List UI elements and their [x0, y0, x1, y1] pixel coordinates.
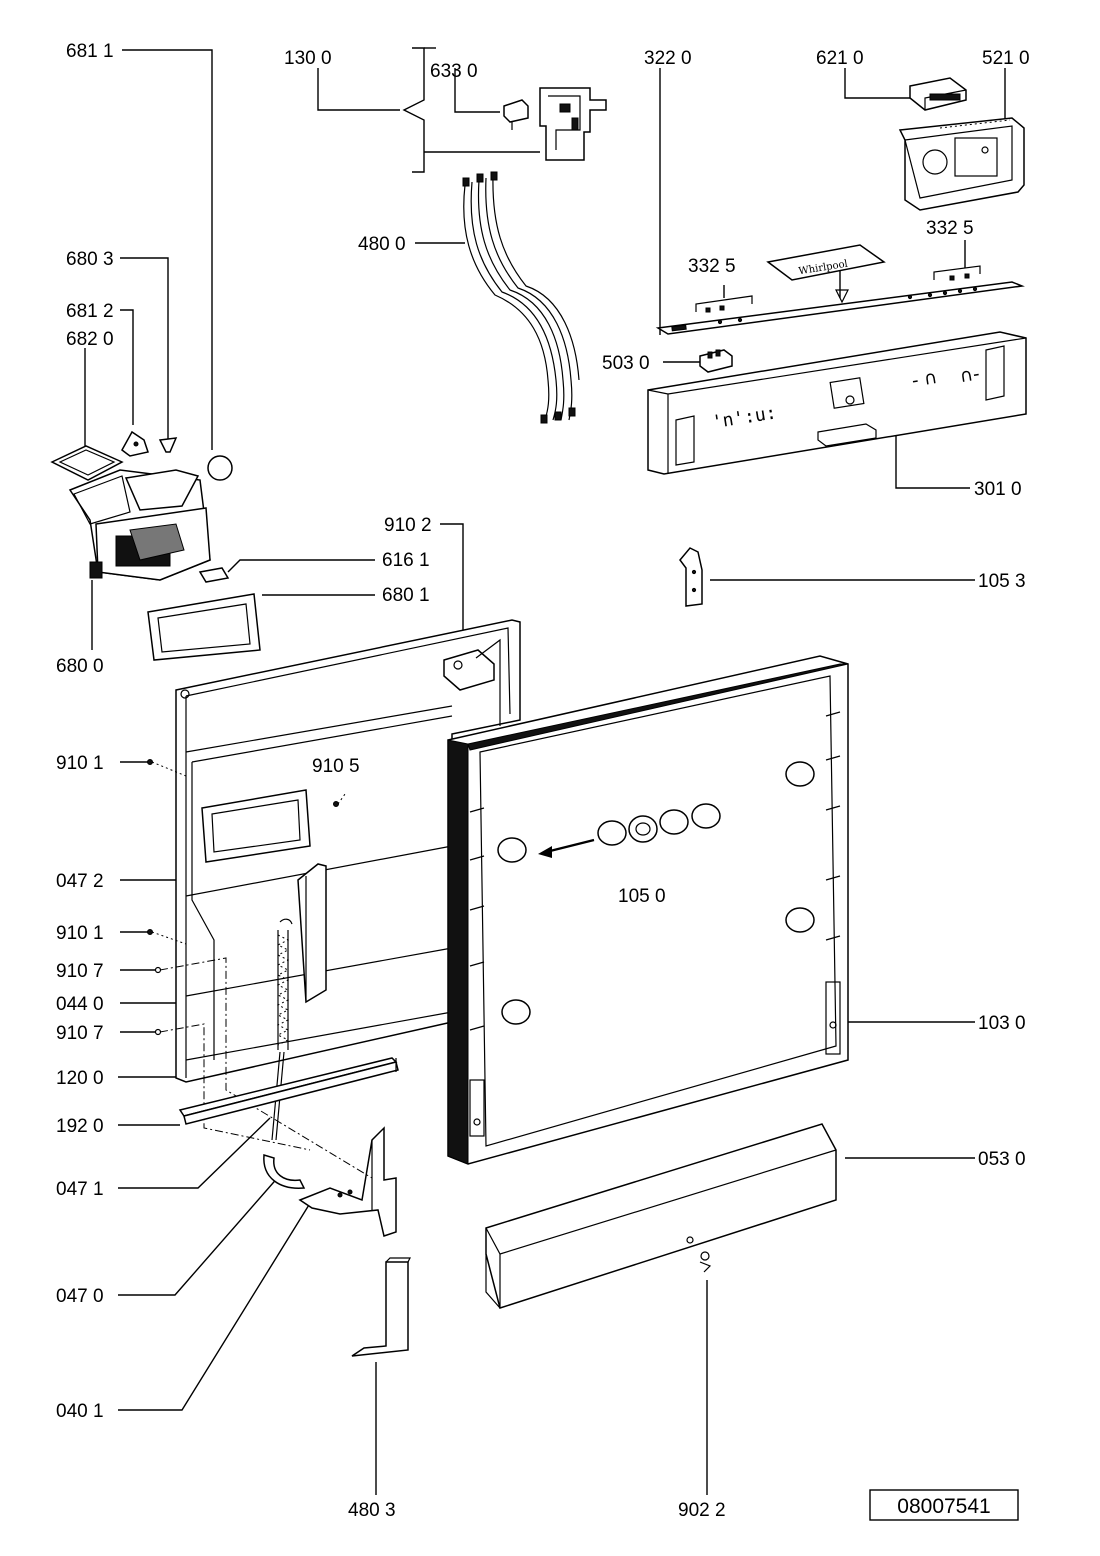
connector-module: [909, 77, 967, 111]
svg-text:- ∩: - ∩: [910, 367, 938, 392]
inner-door-panel: [147, 619, 521, 1083]
label-044-0: 044 0: [56, 994, 104, 1015]
label-332-5-left: 332 5: [688, 256, 736, 277]
label-480-3: 480 3: [348, 1500, 396, 1521]
label-047-2: 047 2: [56, 871, 104, 892]
label-910-7-top: 910 7: [56, 961, 104, 982]
label-910-1-bottom: 910 1: [56, 923, 104, 944]
label-680-3: 680 3: [66, 249, 114, 270]
label-105-0: 105 0: [618, 886, 666, 907]
label-301-0: 301 0: [974, 479, 1022, 500]
kick-plate: [485, 1123, 837, 1309]
label-681-1: 681 1: [66, 41, 114, 62]
label-621-0: 621 0: [816, 48, 864, 69]
label-322-0: 322 0: [644, 48, 692, 69]
label-047-0: 047 0: [56, 1286, 104, 1307]
l-bracket: [351, 1257, 411, 1357]
label-047-1: 047 1: [56, 1179, 104, 1200]
label-332-5-right: 332 5: [926, 218, 974, 239]
label-910-7-bottom: 910 7: [56, 1023, 104, 1044]
control-board: [898, 117, 1025, 211]
part-labels: 681 1 130 0 633 0 322 0 621 0 521 0 480 …: [56, 41, 1030, 1521]
hinge-bracket: [679, 547, 703, 607]
reference-number: 08007541: [897, 1495, 990, 1518]
label-616-1: 616 1: [382, 550, 430, 571]
label-053-0: 053 0: [978, 1149, 1026, 1170]
label-130-0: 130 0: [284, 48, 332, 69]
brand-label: Whirlpool: [766, 244, 886, 304]
outer-door-panel: [447, 655, 849, 1165]
label-680-0: 680 0: [56, 656, 104, 677]
label-910-1-top: 910 1: [56, 753, 104, 774]
label-103-0: 103 0: [978, 1013, 1026, 1034]
reference-number-box: 08007541: [869, 1489, 1019, 1521]
label-633-0: 633 0: [430, 61, 478, 82]
label-192-0: 192 0: [56, 1116, 104, 1137]
label-902-2: 902 2: [678, 1500, 726, 1521]
label-480-0: 480 0: [358, 234, 406, 255]
door-rail: [178, 1057, 399, 1125]
small-switch: [699, 349, 733, 373]
control-panel-housing: 'n':u: - ∩ ∩-: [647, 331, 1027, 475]
label-120-0: 120 0: [56, 1068, 104, 1089]
control-panel-strip: [655, 265, 1025, 335]
label-681-2: 681 2: [66, 301, 114, 322]
label-910-2: 910 2: [384, 515, 432, 536]
label-105-3: 105 3: [978, 571, 1026, 592]
label-521-0: 521 0: [982, 48, 1030, 69]
wiring-harness: [462, 171, 580, 424]
label-680-1: 680 1: [382, 585, 430, 606]
label-682-0: 682 0: [66, 329, 114, 350]
svg-text:∩-: ∩-: [958, 363, 981, 387]
detergent-dispenser: [50, 430, 261, 661]
label-040-1: 040 1: [56, 1401, 104, 1422]
label-910-5: 910 5: [312, 756, 360, 777]
label-503-0: 503 0: [602, 353, 650, 374]
door-switch-assembly: [503, 87, 607, 161]
